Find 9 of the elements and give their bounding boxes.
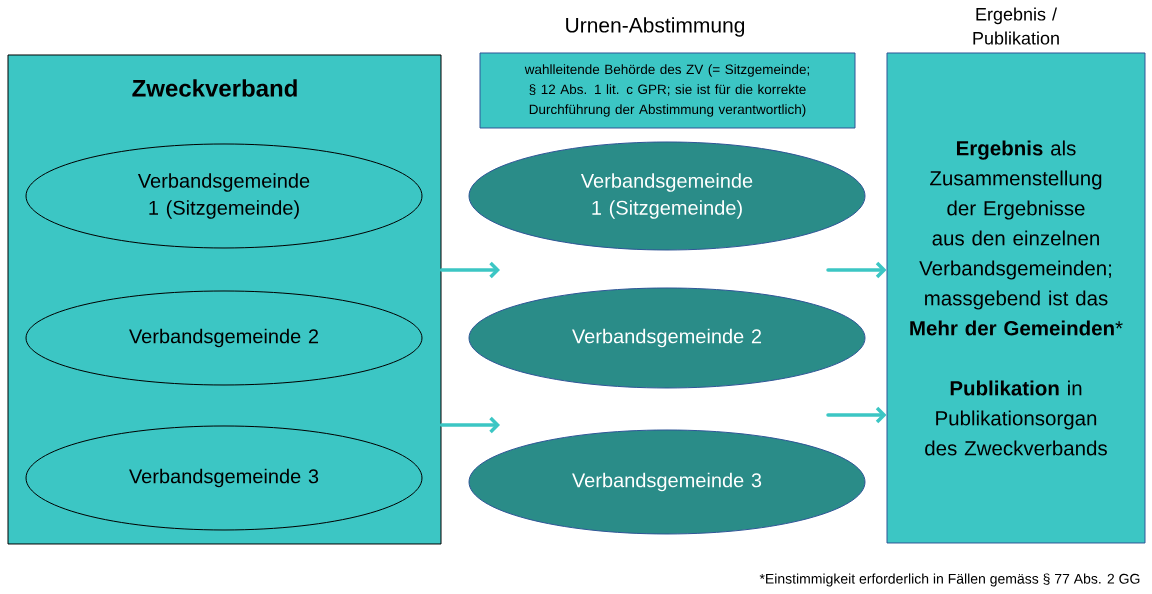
footnote: *Einstimmigkeit erforderlich in Fällen gemäss § 77 Abs. 2 GG (759, 573, 1140, 587)
arrow (439, 261, 500, 279)
column-heading: Urnen-Abstimmung (566, 17, 745, 37)
arrow (826, 406, 887, 424)
arrow (826, 261, 887, 279)
result-box: Ergebnis / Publikation Ergebnis als Zusammenstellung der Ergebnisse aus den einzelnen Verbandsgemeinden; massgebend ist das Mehr der Gemeinden* Publikation in Publikationsorgan des Zweckverbands (886, 7, 1146, 544)
node-label: Ergebnis / Publikation (973, 7, 1059, 45)
arrow (439, 416, 500, 434)
note-box: wahlleitende Behörde des ZV (= Sitzgemeinde; § 12 Abs. 1 lit. c GPR; sie ist für die korrekte Durchführung der Abstimmung verantwortlich) (479, 52, 856, 129)
